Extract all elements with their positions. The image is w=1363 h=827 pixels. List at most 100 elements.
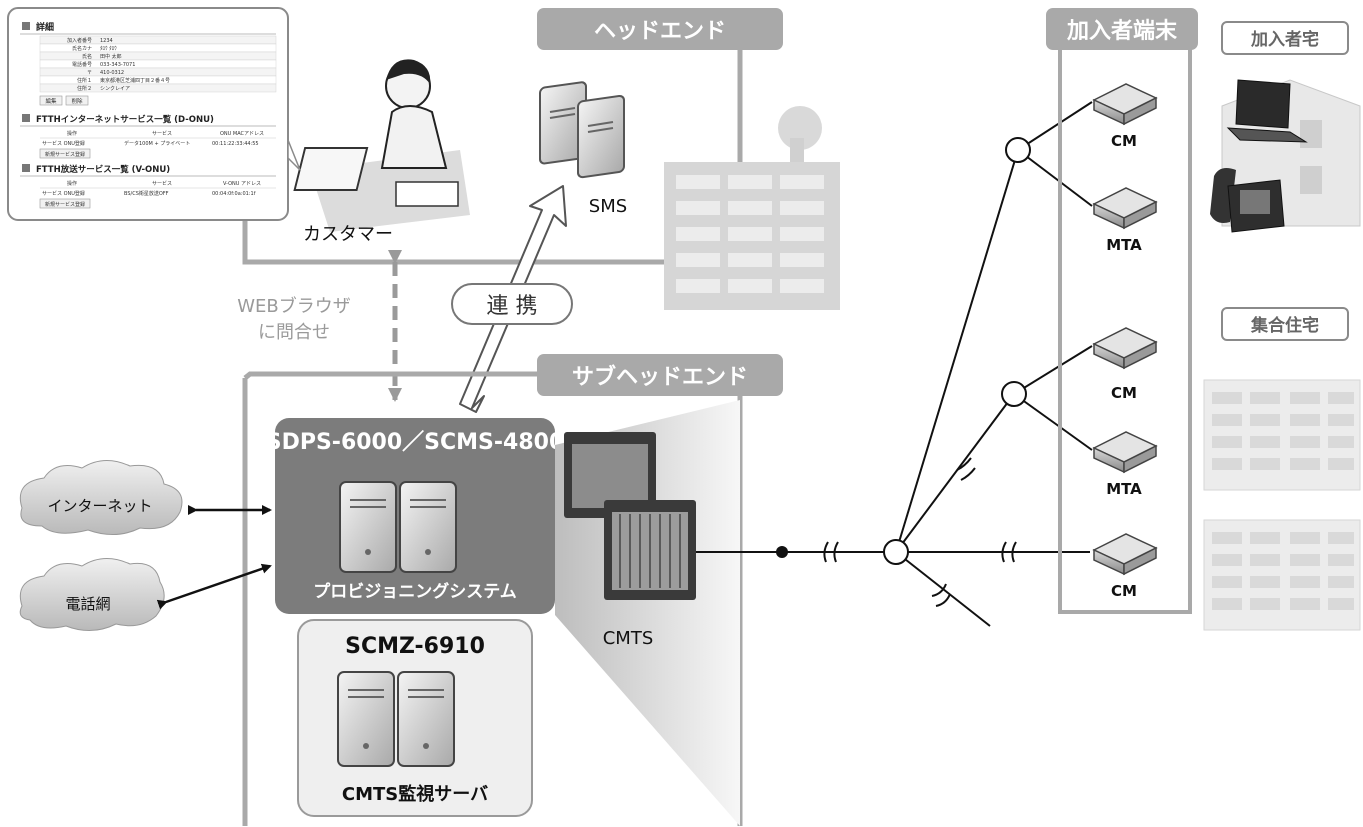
customer-label: カスタマー <box>303 224 393 245</box>
customer-operator-icon <box>293 59 470 232</box>
sdps-server-icon <box>339 481 457 573</box>
svg-text:新規サービス登録: 新規サービス登録 <box>45 151 85 158</box>
laptop-icon <box>1226 79 1308 143</box>
subscriber-frame <box>1058 26 1192 614</box>
cm-device-icon <box>1092 533 1158 576</box>
scmz-title: SCMZ-6910 <box>345 634 485 659</box>
screen-tv-header-0: 操作 <box>67 180 77 187</box>
screen-inet-new-button[interactable] <box>39 148 91 159</box>
screen-details-value: 033-343-7071 <box>100 62 135 68</box>
screen-details-value: 410-0312 <box>100 70 124 76</box>
mid-tap-node <box>1001 381 1027 407</box>
apartment-building-icon <box>1203 519 1361 631</box>
screen-details-value: 1234 <box>100 38 113 44</box>
screen-details-key: 住所１ <box>77 77 92 84</box>
link-label: 連 携 <box>487 294 538 319</box>
apartment-label-box <box>1221 307 1349 341</box>
screen-edit-button[interactable] <box>39 95 63 106</box>
screen-details-key: 氏名 <box>82 53 92 60</box>
house-label-box <box>1221 21 1349 55</box>
screen-details-value: ﾀﾛｳ ﾀﾛｳ <box>100 46 117 52</box>
screen-delete-button[interactable] <box>65 95 89 106</box>
terminal-label-2: CM <box>1111 384 1137 402</box>
cm-device-icon <box>1092 83 1158 126</box>
line-break-marks <box>823 457 1017 607</box>
screen-inet-cell-0[interactable]: サービス ONU登録 <box>42 140 85 147</box>
headend-building-icon <box>664 106 840 310</box>
scmz-server-icon <box>337 671 455 767</box>
apartment-label: 集合住宅 <box>1250 315 1319 336</box>
screen-details-key: 〒 <box>87 70 92 76</box>
main-splitter-node <box>883 539 909 565</box>
subscriber-title: 加入者端末 <box>1066 19 1178 44</box>
screen-tv-header-2: V-ONU アドレス <box>223 181 261 187</box>
screen-tv-header-1: サービス <box>152 180 172 187</box>
terminal-label-4: CM <box>1111 582 1137 600</box>
subheadend-group: サブヘッドエンド SDPS-6000／SCMS-4800 プロビジョニングシステ… <box>242 354 783 826</box>
sms-server-icon <box>539 81 625 179</box>
terminal-label-0: CM <box>1111 132 1137 150</box>
screen-details-row <box>39 51 277 61</box>
subscriber-terminals-group: 加入者端末 CM MTA CM MTA <box>1046 8 1198 614</box>
svg-text:新規サービス登録: 新規サービス登録 <box>45 201 85 208</box>
screen-tv-cell-1: BS/CS衛星放送OFF <box>124 190 169 197</box>
sms-label: SMS <box>589 196 627 217</box>
phone-network-label: 電話網 <box>65 595 110 613</box>
mta-device-icon <box>1092 187 1158 230</box>
screen-inet-header-1: サービス <box>152 130 172 137</box>
screen-tv-new-button[interactable] <box>39 198 91 209</box>
scmz-sub: CMTS監視サーバ <box>342 783 488 805</box>
sdps-sub: プロビジョニングシステム <box>313 581 517 602</box>
screen-details-key: 電話番号 <box>72 61 92 68</box>
hfc-network <box>696 101 1093 627</box>
screen-details-key: 加入者番号 <box>67 37 92 44</box>
subheadend-title: サブヘッドエンド <box>572 364 748 390</box>
mid-cm-line <box>1013 345 1093 395</box>
svg-text:編集: 編集 <box>45 97 57 105</box>
headend-group: ヘッドエンド SMS <box>242 8 840 310</box>
screen-details-row <box>39 83 277 93</box>
screen-details-key: 氏名カナ <box>72 45 92 52</box>
top-mta-line <box>1017 149 1093 207</box>
cm-device-icon <box>1092 327 1158 370</box>
headend-title: ヘッドエンド <box>594 19 726 44</box>
house-label: 加入者宅 <box>1250 29 1319 50</box>
cmts-label: CMTS <box>603 628 654 649</box>
link-label-bg <box>451 283 573 325</box>
internet-cloud-icon <box>19 460 183 535</box>
subscriber-title-bg <box>1046 8 1198 50</box>
screen-inet-cell-2: 00:11:22:33:44:55 <box>212 141 259 147</box>
screen-details-value: 田中 太郎 <box>100 53 122 60</box>
telephone-icon <box>1210 168 1285 233</box>
screen-inet-cell-1: データ100M + プライベート <box>124 140 190 147</box>
screen-details-row <box>39 67 277 77</box>
sdps-title: SDPS-6000／SCMS-4800 <box>266 430 565 455</box>
web-query-line1: WEBブラウザ <box>237 295 351 317</box>
mta-device-icon <box>1092 431 1158 474</box>
screen-details-value: 東京都港区芝浦四丁目２番４号 <box>100 77 170 84</box>
mid-mta-line <box>1013 393 1093 451</box>
apartment-building-icon <box>1203 379 1361 491</box>
phone-link-arrow <box>156 563 272 610</box>
web-query-line2: に問合せ <box>258 322 330 343</box>
screen-details-title: 詳細 <box>36 21 54 33</box>
headend-title-bg <box>537 8 783 50</box>
trunk-up <box>895 149 1019 553</box>
screen-inet-header-2: ONU MACアドレス <box>220 131 264 137</box>
internet-label: インターネット <box>47 497 152 515</box>
screen-details-key: 住所２ <box>77 85 92 92</box>
screen-tv-cell-0[interactable]: サービス ONU登録 <box>42 190 85 197</box>
top-tap-node <box>1005 137 1031 163</box>
screen-details-value: シンクレイア <box>100 86 130 92</box>
branch-mid <box>895 393 1015 553</box>
cmts-chassis-icon <box>564 432 696 600</box>
terminal-label-3: MTA <box>1106 480 1142 498</box>
svg-text:削除: 削除 <box>71 97 83 105</box>
screen-tv-title: FTTH放送サービス一覧 (V-ONU) <box>36 164 170 175</box>
screen-inet-title: FTTHインターネットサービス一覧 (D-ONU) <box>36 114 214 125</box>
terminal-label-1: MTA <box>1106 236 1142 254</box>
screen-inet-header-0: 操作 <box>67 130 77 137</box>
